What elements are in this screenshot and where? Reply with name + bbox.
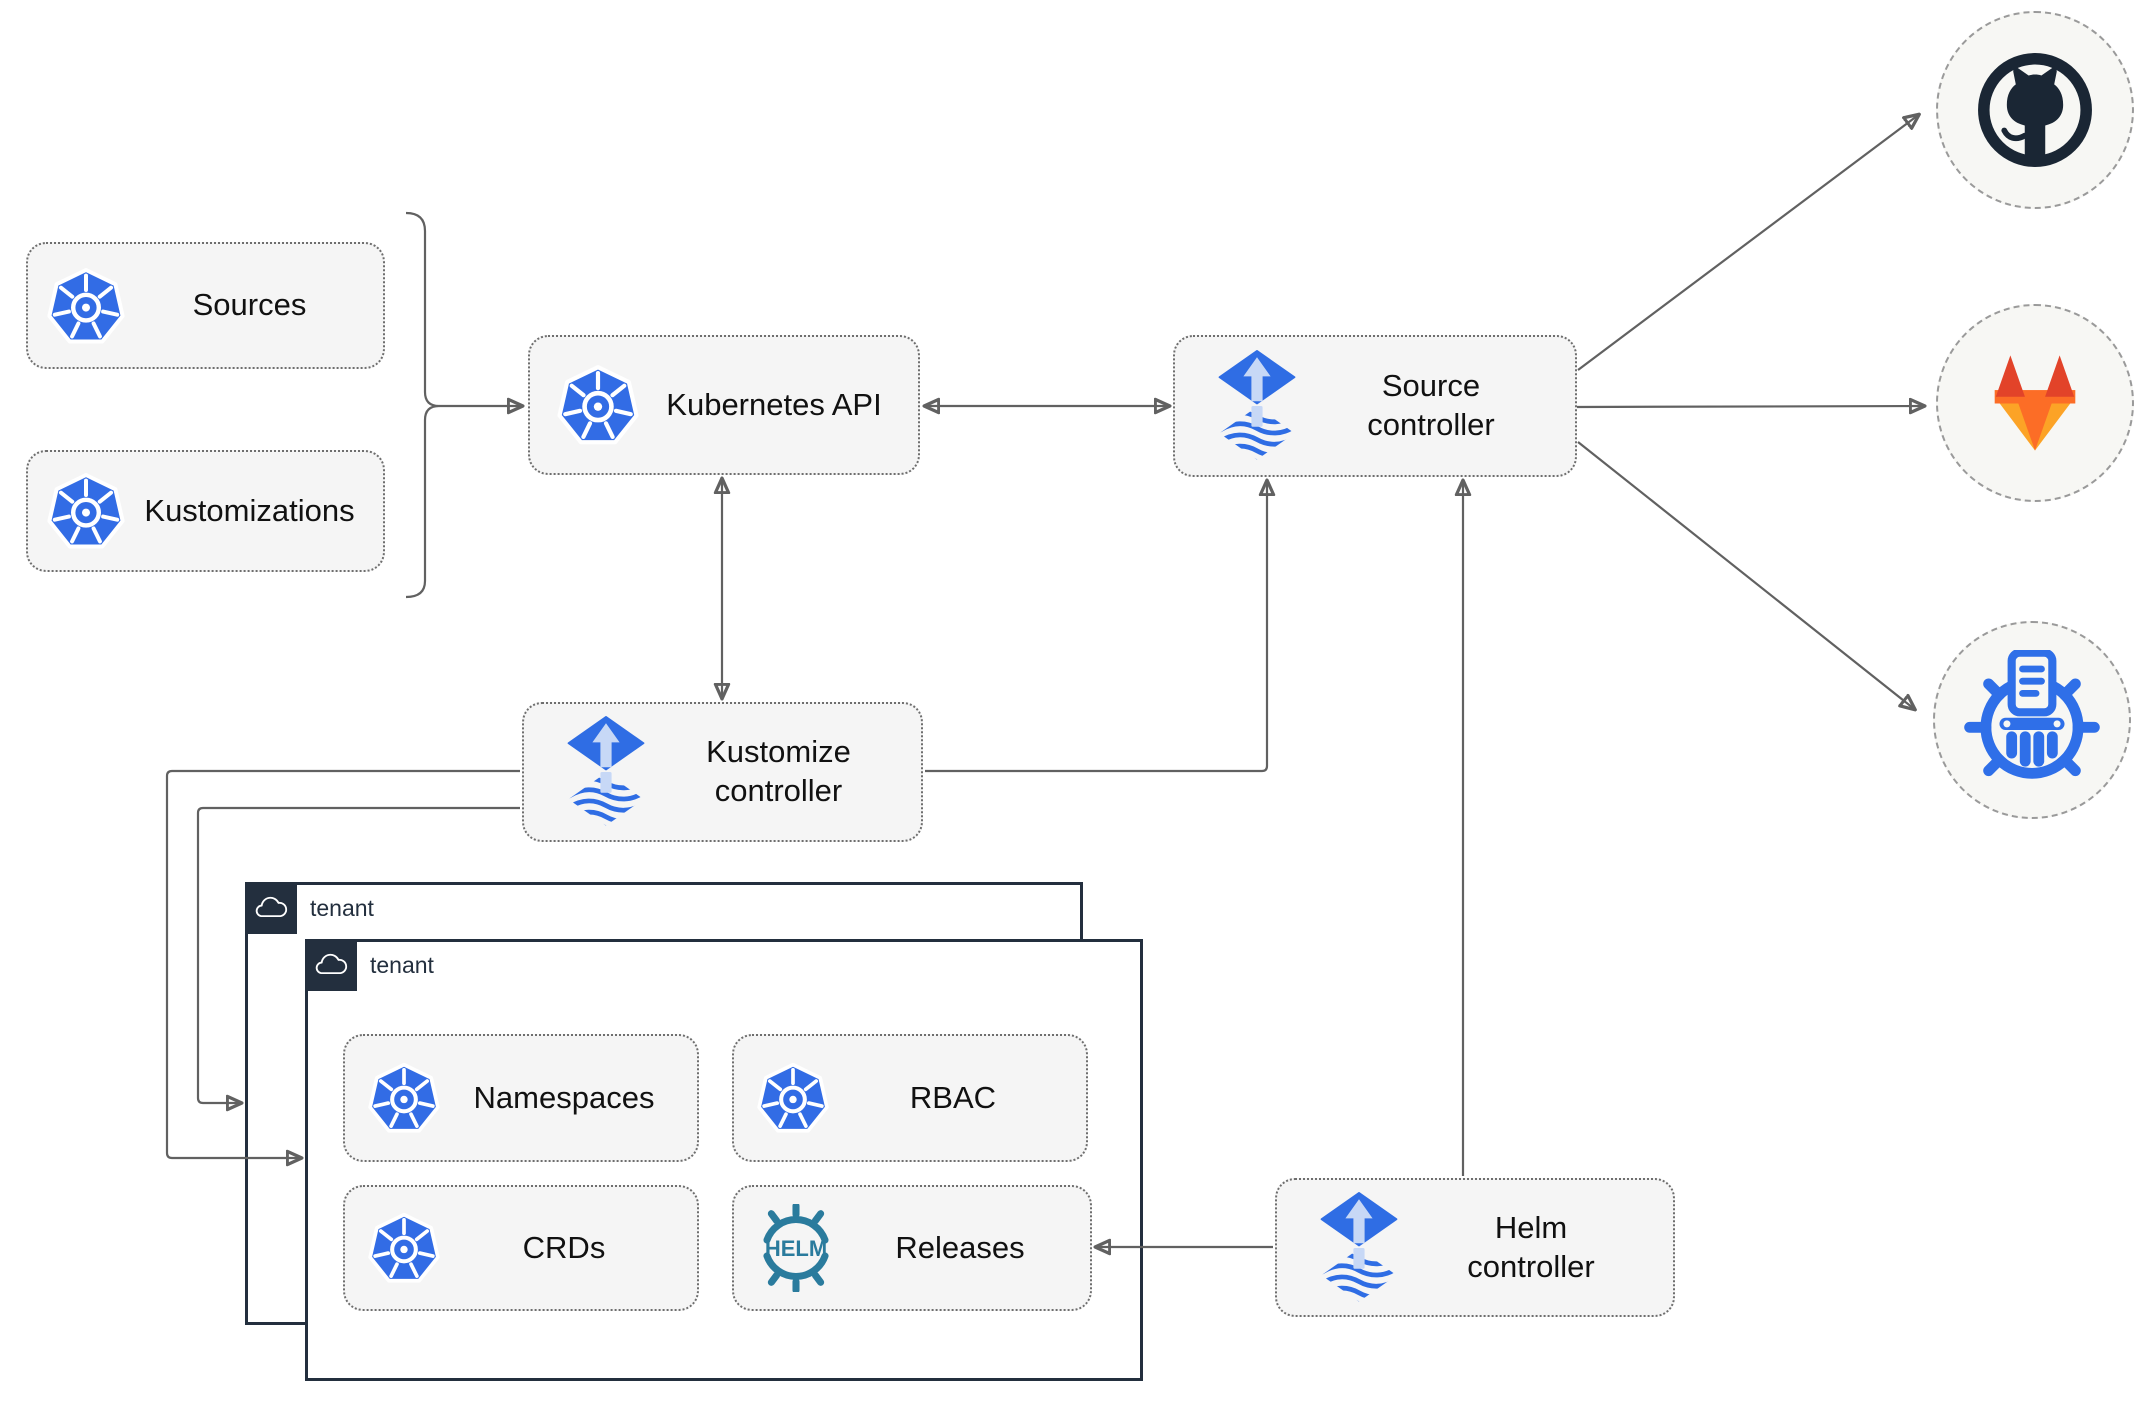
edge-source-controller-chart-repository bbox=[1577, 441, 1913, 708]
node-label: Kustomize controller bbox=[706, 734, 851, 808]
tenant-label: tenant bbox=[310, 895, 374, 921]
tenant-label: tenant bbox=[370, 952, 434, 978]
edge-brace-sources-kustomizations bbox=[405, 211, 441, 599]
node-label: RBAC bbox=[909, 1079, 997, 1115]
edge-kustomize-controller-source-controller bbox=[925, 483, 1267, 773]
helm-wordmark: HELM bbox=[765, 1236, 827, 1261]
node-rbac: RBAC bbox=[732, 1034, 1088, 1162]
node-github bbox=[1936, 11, 2134, 209]
kubernetes-icon bbox=[367, 1061, 441, 1135]
node-label: Namespaces bbox=[473, 1079, 655, 1115]
node-label: Kustomizations bbox=[144, 492, 355, 528]
edge-source-controller-github bbox=[1577, 116, 1917, 371]
node-source-controller: Source controller bbox=[1173, 335, 1577, 477]
node-namespaces: Namespaces bbox=[343, 1034, 699, 1162]
node-chart-repository bbox=[1933, 621, 2131, 819]
node-releases: HELM Releases bbox=[732, 1185, 1092, 1311]
github-icon bbox=[1978, 53, 2092, 167]
node-label: Helm controller bbox=[1467, 1209, 1595, 1284]
node-label: Kubernetes API bbox=[666, 386, 882, 422]
cloud-icon bbox=[305, 939, 357, 991]
node-gitlab bbox=[1936, 304, 2134, 502]
edge-source-controller-gitlab bbox=[1576, 406, 1922, 407]
kubernetes-icon bbox=[556, 363, 640, 447]
helm-icon: HELM bbox=[752, 1204, 840, 1292]
node-kubernetes-api: Kubernetes API bbox=[528, 335, 920, 475]
node-sources: Sources bbox=[26, 242, 385, 369]
cloud-icon bbox=[245, 882, 297, 934]
flux-icon bbox=[1217, 349, 1297, 463]
node-label: Source controller bbox=[1367, 368, 1495, 442]
kubernetes-icon bbox=[367, 1211, 441, 1285]
kubernetes-icon bbox=[46, 471, 126, 551]
gitlab-icon bbox=[1994, 354, 2076, 451]
node-kustomizations: Kustomizations bbox=[26, 450, 385, 572]
node-label: Sources bbox=[192, 287, 307, 323]
node-crds: CRDs bbox=[343, 1185, 699, 1311]
flux-icon bbox=[1319, 1191, 1399, 1305]
chart-repository-icon bbox=[1964, 649, 2100, 779]
kubernetes-icon bbox=[46, 266, 126, 346]
node-label: Releases bbox=[895, 1229, 1025, 1265]
flux-icon bbox=[566, 715, 646, 829]
kubernetes-icon bbox=[756, 1061, 830, 1135]
node-label: CRDs bbox=[522, 1229, 606, 1265]
node-helm-controller: Helm controller bbox=[1275, 1178, 1675, 1317]
node-kustomize-controller: Kustomize controller bbox=[522, 702, 923, 842]
